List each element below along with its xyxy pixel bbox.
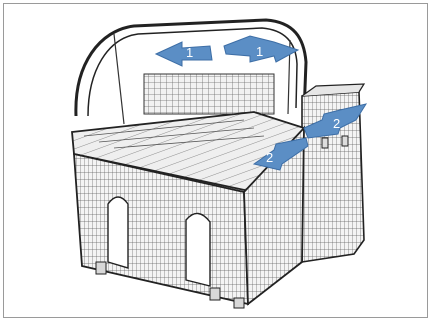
callout-arrow-2-lower: 2: [252, 137, 309, 171]
figure-frame: 1 1 2 2: [3, 3, 428, 318]
basket-front: [73, 125, 305, 309]
callout-label-2b: 2: [266, 150, 273, 165]
callout-arrow-2-upper: 2: [303, 103, 368, 139]
callout-label-1a: 1: [186, 45, 193, 60]
callout-label-1b: 1: [256, 44, 263, 59]
callout-arrow-1-left: 1: [154, 41, 213, 67]
basket-handle: [74, 18, 308, 125]
callout-arrow-1-right: 1: [223, 35, 300, 63]
cutlery-basket-illustration: 1 1 2 2: [71, 18, 368, 309]
callout-label-2a: 2: [333, 116, 340, 131]
